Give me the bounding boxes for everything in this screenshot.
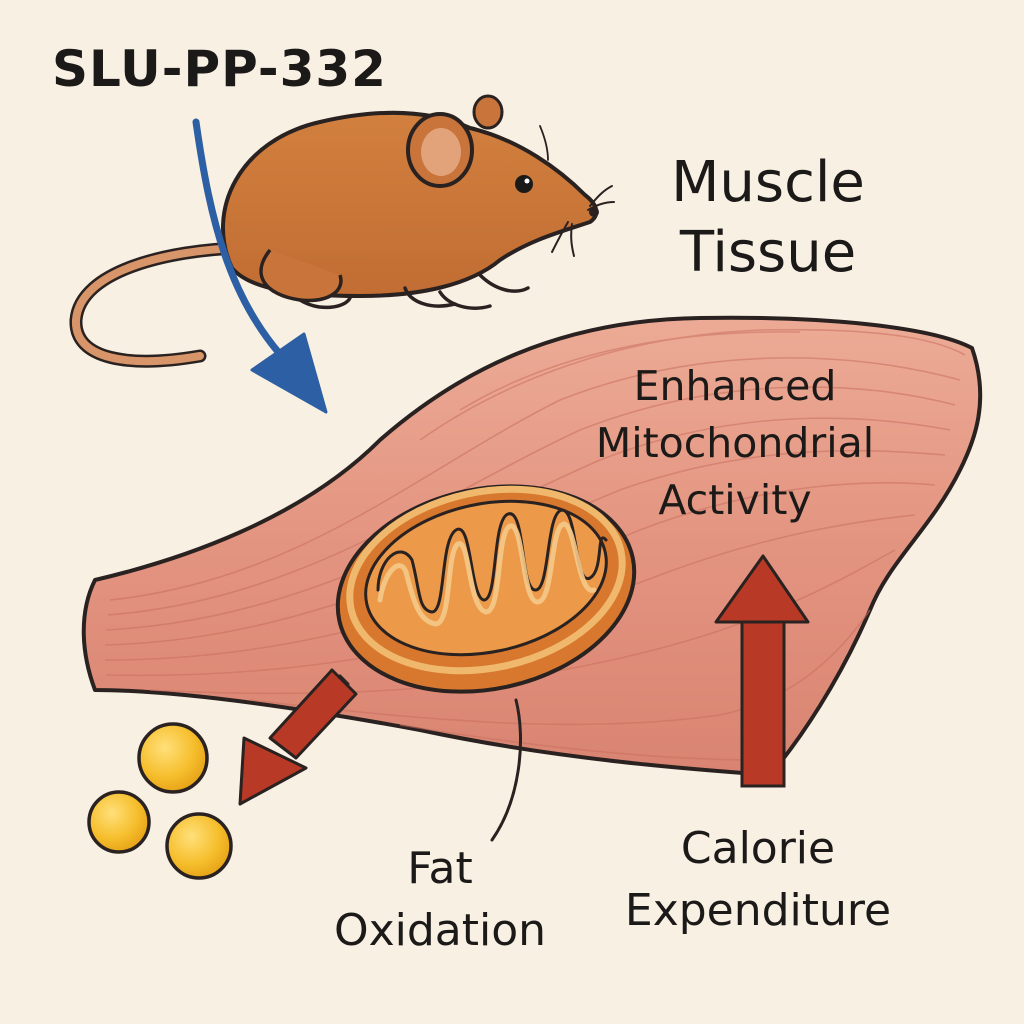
fat-droplet-icon [87, 722, 233, 880]
fat-oxidation-label: Fat Oxidation [290, 838, 590, 962]
mitochondrial-activity-label-line-1: Enhanced [633, 362, 837, 410]
calorie-expenditure-label-line-2: Expenditure [624, 885, 892, 936]
calorie-expenditure-label: Calorie Expenditure [598, 818, 918, 942]
mitochondrial-activity-label-line-3: Activity [658, 476, 812, 524]
fat-oxidation-pointer-line [490, 698, 523, 842]
mitochondrial-activity-label: Enhanced Mitochondrial Activity [560, 358, 910, 529]
compound-arrow-icon [192, 118, 328, 414]
calorie-expenditure-arrow-icon [714, 554, 810, 788]
muscle-tissue-label-line-1: Muscle [671, 150, 865, 215]
compound-label: SLU-PP-332 [52, 40, 387, 98]
mitochondrial-activity-label-line-2: Mitochondrial [595, 419, 875, 467]
muscle-tissue-label-line-2: Tissue [679, 220, 857, 285]
fat-oxidation-arrow-icon [238, 668, 358, 806]
muscle-tissue-label: Muscle Tissue [618, 148, 918, 288]
fat-oxidation-label-line-1: Fat [407, 843, 473, 894]
calorie-expenditure-label-line-1: Calorie [680, 823, 836, 874]
mitochondrion-icon [335, 484, 637, 694]
mouse-icon [69, 94, 615, 368]
fat-oxidation-label-line-2: Oxidation [333, 905, 547, 956]
